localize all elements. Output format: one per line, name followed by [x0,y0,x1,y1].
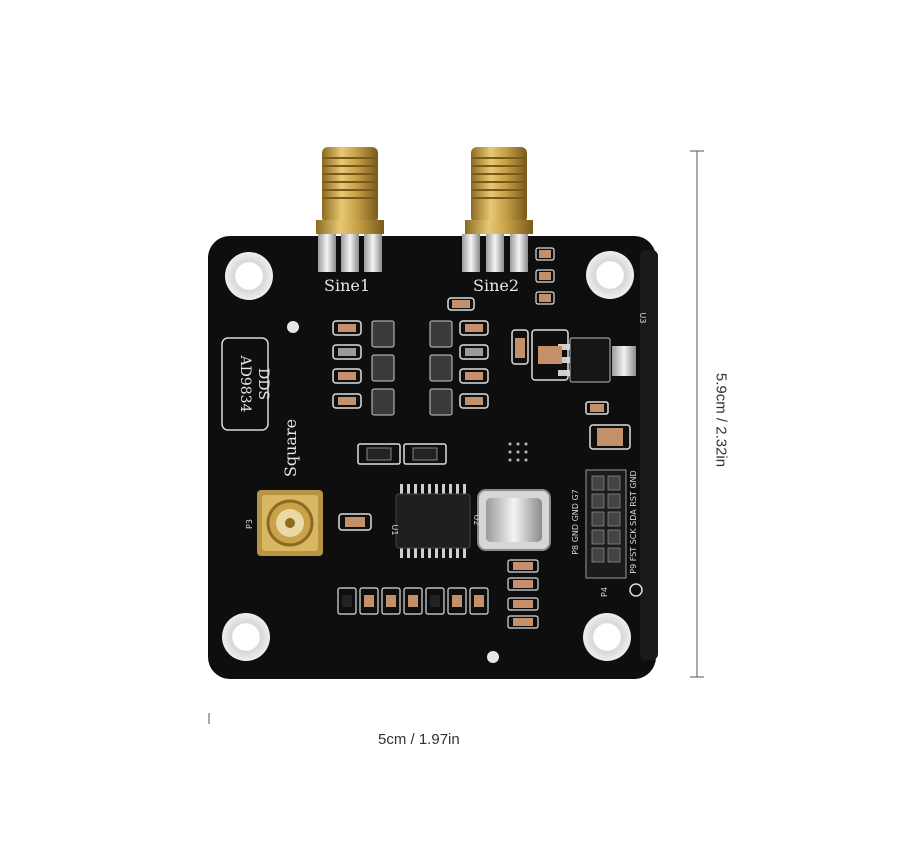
power-capacitors [511,329,631,450]
width-dimension-label: 5cm / 1.97in [378,731,460,748]
pin-header [585,469,627,579]
header-bottom-pin-labels: P9 FST SCK SDA RST GND [629,470,638,573]
height-dimension-line [690,150,704,678]
left-filter-components [332,320,395,416]
sine1-sma-connector [316,147,384,272]
sine2-label: Sine2 [473,276,519,295]
mounting-hole-bottom-left [222,613,270,661]
voltage-regulator [558,337,636,383]
ad9834-chip [395,484,471,558]
mounting-hole-bottom-right [583,613,631,661]
chip-name-label: AD9834 [237,355,253,413]
small-resistors [535,247,555,305]
square-sma-connector [257,490,323,556]
height-dimension-label: 5.9cm / 2.32in [712,372,730,468]
chip-type-label: DDS [255,368,271,400]
u2-label: U2 [472,515,481,526]
header-top-pin-labels: P8 GND GND G7 [571,489,580,555]
mounting-hole-top-left [225,252,273,300]
bottom-component-row [337,559,539,629]
chip-label-box [221,337,269,431]
sine2-sma-connector [462,147,533,272]
u1-label: U1 [390,525,399,536]
square-output-capacitor [338,513,372,531]
right-filter-components [429,297,489,416]
via-cluster [508,442,528,462]
crystal-oscillator [477,489,551,551]
u3-label: U3 [638,313,647,324]
mounting-hole-top-right [586,251,634,299]
p4-label: P4 [600,587,609,597]
p3-label: P3 [245,519,254,529]
resistor-pair [357,443,447,465]
square-label: Square [281,419,300,477]
sine1-label: Sine1 [324,276,370,295]
